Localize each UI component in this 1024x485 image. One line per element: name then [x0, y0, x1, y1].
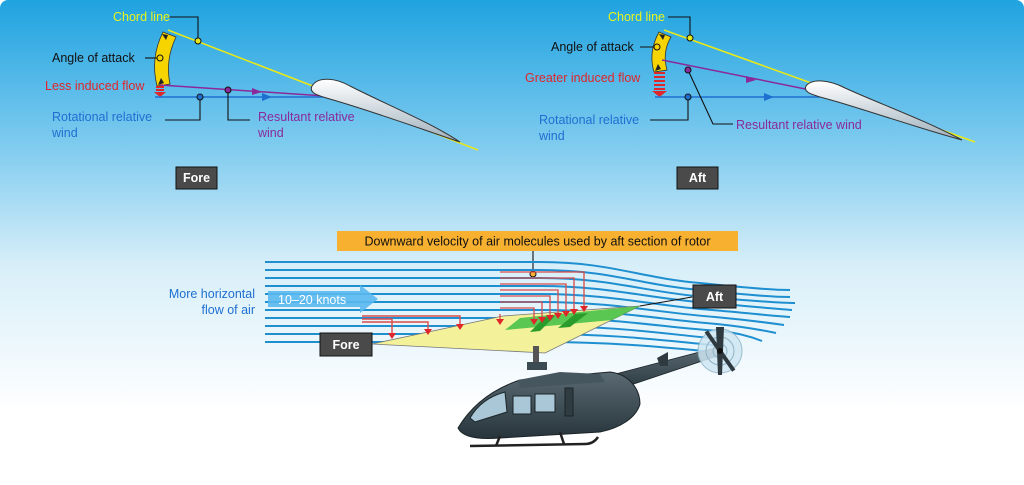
fore-angle-of-attack-arc	[154, 31, 177, 87]
horizontal-flow-label-1: More horizontal	[169, 287, 255, 301]
fore-tag: Fore	[332, 338, 359, 352]
aft-resultant-wind-label: Resultant relative wind	[736, 118, 862, 132]
aft-angle-of-attack-label: Angle of attack	[551, 40, 634, 54]
fore-resultant-wind-arrow	[159, 84, 341, 98]
fore-caption: Fore	[183, 171, 210, 185]
fore-resultant-wind-label-1: Resultant relative	[258, 110, 355, 124]
aft-caption: Aft	[689, 171, 707, 185]
aft-induced-flow-label: Greater induced flow	[525, 71, 641, 85]
aft-tag-box	[692, 284, 737, 309]
fore-airfoil-panel: Chord line Angle of attack Less induced …	[45, 10, 479, 190]
speed-arrow	[268, 285, 378, 313]
aft-rotational-wind-label-1: Rotational relative	[539, 113, 639, 127]
aft-rotational-wind-label-2: wind	[538, 129, 565, 143]
airflow-lines	[265, 261, 796, 354]
rotor-airflow-diagram: Downward velocity of air molecules used …	[169, 231, 796, 448]
aft-chord-line-label: Chord line	[608, 10, 665, 24]
fore-downwash-arrows	[362, 315, 461, 334]
aft-airfoil	[804, 80, 963, 141]
fore-caption-box	[175, 166, 218, 190]
fore-resultant-wind-label-2: wind	[257, 126, 284, 140]
horizontal-flow-label-2: flow of air	[202, 303, 256, 317]
fore-airfoil	[310, 78, 461, 143]
fore-angle-of-attack-label: Angle of attack	[52, 51, 135, 65]
aft-tag: Aft	[706, 290, 724, 304]
fore-rotational-wind-label-1: Rotational relative	[52, 110, 152, 124]
tail-rotor-icon	[697, 327, 743, 375]
aft-angle-of-attack-arc	[651, 31, 672, 73]
fore-induced-flow-label: Less induced flow	[45, 79, 145, 93]
fore-rotational-wind-label-2: wind	[51, 126, 78, 140]
downward-velocity-banner	[337, 231, 738, 251]
speed-label: 10–20 knots	[278, 293, 346, 307]
fore-induced-flow-arrow	[154, 86, 166, 97]
aft-airfoil-panel: Chord line Angle of attack Greater induc…	[525, 10, 976, 190]
aft-caption-box	[676, 166, 719, 190]
aft-downwash-arrows	[499, 271, 585, 320]
downward-velocity-label: Downward velocity of air molecules used …	[365, 235, 711, 249]
helicopter	[457, 327, 743, 448]
fore-chord-line-label: Chord line	[113, 10, 170, 24]
aft-induced-flow-arrow	[652, 72, 667, 97]
fore-tag-box	[319, 332, 373, 357]
